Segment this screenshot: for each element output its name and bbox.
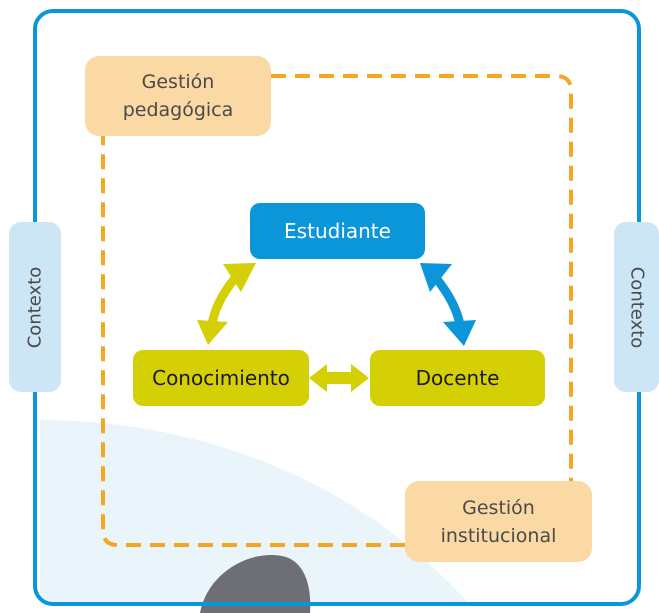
gestion-institucional-box: Gestión institucional bbox=[405, 481, 592, 562]
conocimiento-label: Conocimiento bbox=[152, 366, 290, 390]
conocimiento-docente-arrow bbox=[309, 364, 369, 392]
estudiante-conocimiento-arrow bbox=[197, 263, 256, 345]
contexto-left-label: Contexto bbox=[24, 266, 46, 348]
gestion-pedagogica-box: Gestión pedagógica bbox=[85, 56, 271, 136]
contexto-left-tab: Contexto bbox=[9, 222, 61, 392]
estudiante-box: Estudiante bbox=[250, 203, 425, 259]
conocimiento-box: Conocimiento bbox=[133, 350, 309, 406]
background-photo bbox=[200, 555, 311, 613]
dashed-boundary bbox=[101, 74, 573, 547]
estudiante-label: Estudiante bbox=[284, 219, 391, 243]
gestion-institucional-label: Gestión institucional bbox=[440, 496, 557, 547]
docente-label: Docente bbox=[415, 366, 500, 390]
contexto-right-label: Contexto bbox=[626, 266, 647, 348]
background-arc bbox=[40, 420, 470, 605]
estudiante-docente-arrow bbox=[420, 263, 476, 346]
docente-box: Docente bbox=[370, 350, 545, 406]
gestion-pedagogica-label: Gestión pedagógica bbox=[122, 71, 234, 121]
contexto-right-tab: Contexto bbox=[614, 222, 659, 392]
